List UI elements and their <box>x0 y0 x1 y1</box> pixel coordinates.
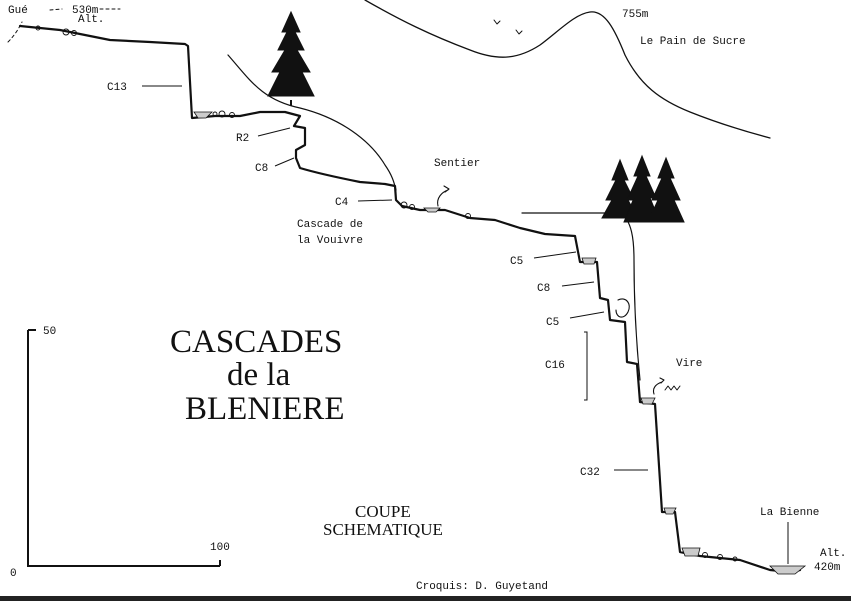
subtitle-line1: COUPE <box>355 502 411 521</box>
bird-icon <box>515 29 523 35</box>
scale-vertical-label: 50 <box>43 326 56 338</box>
drop-c4: C4 <box>335 197 349 209</box>
title-line2: de la <box>227 357 291 393</box>
pebbles <box>35 25 738 562</box>
drop-c16: C16 <box>545 360 565 372</box>
drop-c8-upper: C8 <box>255 163 268 175</box>
drop-c5-lower: C5 <box>546 317 559 329</box>
bird-icon <box>493 19 501 25</box>
scale-bars <box>27 329 221 567</box>
scale-horizontal-label: 100 <box>210 542 230 554</box>
gue-label: Gué <box>8 5 28 17</box>
vire-arrow-icon <box>652 377 665 395</box>
drop-c32: C32 <box>580 467 600 479</box>
drop-c8-lower: C8 <box>537 283 550 295</box>
fir-trees-group-icon <box>601 154 685 223</box>
bottom-altitude: 420m <box>814 562 841 574</box>
peak-name: Le Pain de Sucre <box>640 36 746 48</box>
scale-origin-label: 0 <box>10 568 17 580</box>
canyon-profile <box>18 24 802 574</box>
overhang-arc <box>615 298 630 318</box>
sentier-arrow-icon <box>437 185 450 207</box>
top-altitude: 530m <box>72 5 99 17</box>
drop-c13: C13 <box>107 82 127 94</box>
drop-r2: R2 <box>236 133 249 145</box>
top-altitude-unit: Alt. <box>78 14 104 26</box>
fir-tree-icon <box>267 10 315 106</box>
title-line3: BLENIERE <box>185 391 344 427</box>
bottom-border <box>0 596 851 601</box>
trail-dashes <box>7 8 121 43</box>
vire-marks <box>664 385 681 391</box>
vire-label: Vire <box>676 358 702 370</box>
cascade-name-line1: Cascade de <box>297 219 363 231</box>
peak-altitude: 755m <box>622 9 649 21</box>
river-label: La Bienne <box>760 507 819 519</box>
bottom-altitude-unit: Alt. <box>820 548 846 560</box>
subtitle-line2: SCHEMATIQUE <box>323 520 443 539</box>
cascade-name-line2: la Vouivre <box>297 235 363 247</box>
sentier-label: Sentier <box>434 158 480 170</box>
credit: Croquis: D. Guyetand <box>416 581 548 593</box>
drop-c5-upper: C5 <box>510 256 523 268</box>
mountain-outline <box>364 0 771 139</box>
pointer-lines <box>142 85 789 564</box>
cave-flank <box>521 212 641 381</box>
pool-hatches <box>193 111 807 575</box>
slope-line <box>227 54 397 191</box>
title-line1: CASCADES <box>170 324 342 360</box>
